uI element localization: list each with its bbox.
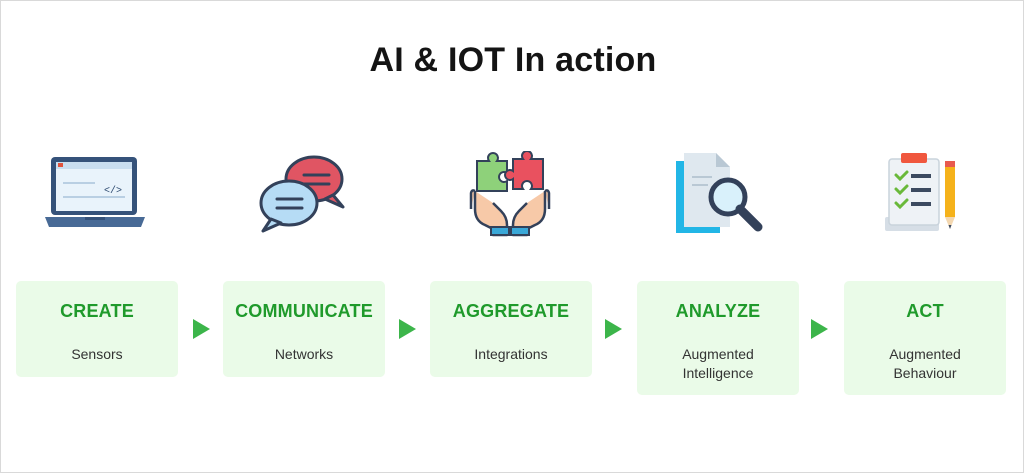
laptop-code-icon: </> — [45, 157, 145, 227]
flow-arrow — [811, 319, 828, 339]
step-card-analyze: ANALYZE Augmented Intelligence — [637, 281, 799, 395]
step-heading: COMMUNICATE — [235, 301, 373, 321]
flow-arrow — [399, 319, 416, 339]
puzzle-hands-icon — [469, 151, 551, 237]
document-magnifier-icon — [676, 153, 763, 233]
step-description-line: Augmented — [682, 346, 754, 362]
step-card-act: ACT Augmented Behaviour — [844, 281, 1006, 395]
step-description-line: Augmented — [889, 346, 961, 362]
flow-arrow — [605, 319, 622, 339]
step-description: Networks — [223, 345, 385, 364]
diagram-title: AI & IOT In action — [369, 41, 657, 79]
step-description-line: Intelligence — [682, 365, 754, 381]
step-card-aggregate: AGGREGATE Integrations — [430, 281, 592, 377]
step-description-line: Sensors — [71, 346, 123, 362]
chat-bubbles-icon — [259, 155, 345, 233]
svg-text:</>: </> — [104, 185, 122, 197]
flow-arrow — [193, 319, 210, 339]
step-card-communicate: COMMUNICATE Networks — [223, 281, 385, 377]
step-heading: ACT — [906, 301, 944, 321]
step-description: Augmented Intelligence — [637, 345, 799, 383]
step-description-line: Networks — [274, 346, 334, 362]
step-heading: CREATE — [60, 301, 134, 321]
step-description-line: Integrations — [474, 346, 548, 362]
step-description: Sensors — [16, 345, 178, 364]
step-heading: AGGREGATE — [452, 301, 570, 321]
step-card-create: CREATE Sensors — [16, 281, 178, 377]
step-description: Augmented Behaviour — [844, 345, 1006, 383]
step-heading: ANALYZE — [675, 301, 761, 321]
step-description-line: Behaviour — [893, 365, 957, 381]
checklist-pencil-icon — [885, 153, 955, 231]
step-description: Integrations — [430, 345, 592, 364]
